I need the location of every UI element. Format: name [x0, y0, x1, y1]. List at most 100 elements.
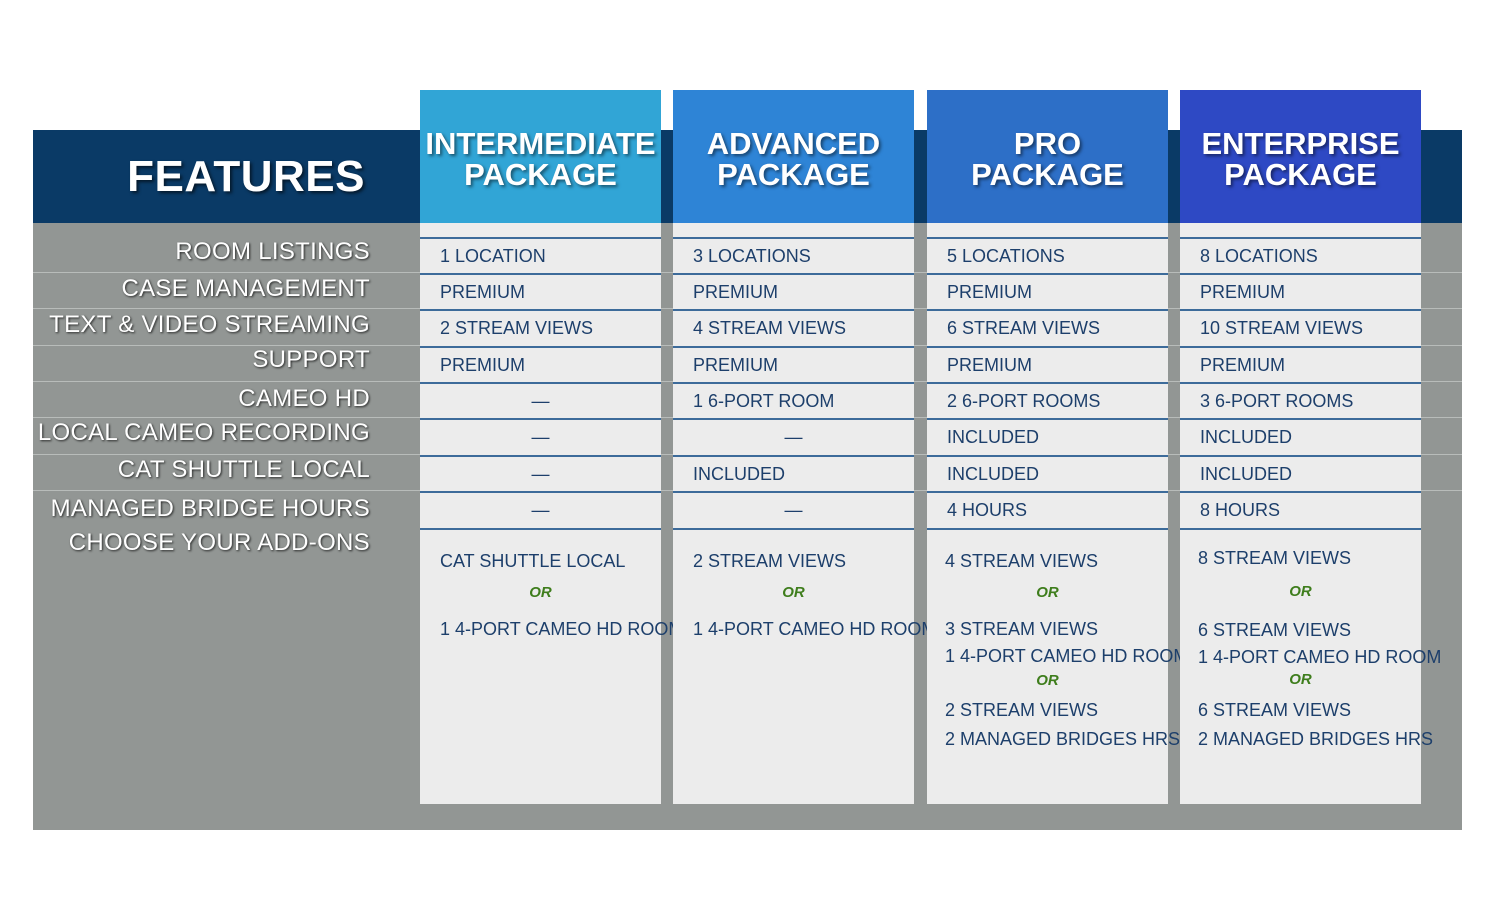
package-feature-value: PREMIUM [947, 355, 1032, 375]
package-feature-value: INCLUDED [693, 464, 786, 484]
feature-label: CAMEO HD [238, 385, 370, 412]
cell-divider [420, 382, 661, 384]
cell-divider [927, 491, 1168, 493]
addon-option: 6 STREAM VIEWS [1198, 700, 1352, 720]
package-name: ADVANCED [706, 126, 881, 161]
package-name: ENTERPRISE [1201, 126, 1400, 161]
addon-option: 3 STREAM VIEWS [945, 619, 1099, 639]
cell-divider [420, 418, 661, 420]
feature-label: MANAGED BRIDGE HOURS [50, 495, 370, 522]
cell-divider [1180, 491, 1421, 493]
package-feature-value: 4 STREAM VIEWS [693, 318, 847, 338]
cell-divider [673, 418, 914, 420]
package-feature-value: — [531, 464, 550, 484]
package-feature-value: 10 STREAM VIEWS [1200, 318, 1364, 338]
cell-divider [1180, 309, 1421, 311]
cell-divider [927, 455, 1168, 457]
package-label: PACKAGE [971, 157, 1124, 192]
cell-divider [673, 237, 914, 239]
package-feature-value: — [531, 391, 550, 411]
addon-or-separator: OR [1036, 584, 1059, 601]
feature-label: ROOM LISTINGS [175, 238, 370, 265]
package-label: PACKAGE [717, 157, 870, 192]
cell-divider [673, 273, 914, 275]
cell-divider [927, 273, 1168, 275]
cell-divider [927, 309, 1168, 311]
package-feature-value: INCLUDED [947, 464, 1040, 484]
feature-label: LOCAL CAMEO RECORDING [37, 419, 370, 446]
package-feature-value: — [784, 500, 803, 520]
package-feature-value: 4 HOURS [947, 500, 1028, 520]
cell-divider [1180, 418, 1421, 420]
package-feature-value: PREMIUM [947, 282, 1032, 302]
package-label: PACKAGE [1224, 157, 1377, 192]
addon-option: 6 STREAM VIEWS [1198, 620, 1352, 640]
feature-label: SUPPORT [252, 346, 370, 373]
addon-or-separator: OR [782, 584, 805, 601]
package-feature-value: PREMIUM [1200, 282, 1285, 302]
cell-divider [420, 237, 661, 239]
cell-divider [420, 273, 661, 275]
package-feature-value: PREMIUM [693, 355, 778, 375]
cell-divider [673, 382, 914, 384]
addon-option: 1 4-PORT CAMEO HD ROOM [945, 646, 1189, 666]
package-feature-value: PREMIUM [440, 282, 525, 302]
addon-or-separator: OR [1289, 671, 1312, 688]
package-feature-value: 1 6-PORT ROOM [693, 391, 835, 411]
package-feature-value: 1 LOCATION [440, 246, 546, 266]
addon-option: 8 STREAM VIEWS [1198, 548, 1352, 568]
addon-or-separator: OR [1289, 583, 1312, 600]
package-feature-value: — [531, 500, 550, 520]
package-name: PRO [1013, 126, 1082, 161]
cell-divider [1180, 382, 1421, 384]
cell-divider [1180, 455, 1421, 457]
package-feature-value: PREMIUM [440, 355, 525, 375]
package-feature-value: — [784, 427, 803, 447]
features-title: FEATURES [127, 151, 365, 201]
package-feature-value: 8 LOCATIONS [1200, 246, 1318, 266]
package-feature-value: 8 HOURS [1200, 500, 1281, 520]
cell-divider [673, 491, 914, 493]
cell-divider [420, 455, 661, 457]
addon-option: 1 4-PORT CAMEO HD ROOM [693, 619, 937, 639]
addon-option: 2 STREAM VIEWS [693, 551, 847, 571]
cell-divider [673, 528, 914, 530]
cell-divider [927, 237, 1168, 239]
feature-label: CHOOSE YOUR ADD-ONS [68, 529, 370, 556]
package-feature-value: PREMIUM [693, 282, 778, 302]
package-feature-value: INCLUDED [947, 427, 1040, 447]
package-feature-value: INCLUDED [1200, 427, 1293, 447]
cell-divider [420, 346, 661, 348]
cell-divider [927, 382, 1168, 384]
package-feature-value: 3 6-PORT ROOMS [1200, 391, 1354, 411]
package-feature-value: 5 LOCATIONS [947, 246, 1065, 266]
addon-option: CAT SHUTTLE LOCAL [440, 551, 626, 571]
cell-divider [420, 528, 661, 530]
addon-option: 1 4-PORT CAMEO HD ROOM [440, 619, 684, 639]
addon-option: 2 STREAM VIEWS [945, 700, 1099, 720]
cell-divider [1180, 273, 1421, 275]
package-feature-value: 3 LOCATIONS [693, 246, 811, 266]
addon-option: 1 4-PORT CAMEO HD ROOM [1198, 647, 1442, 667]
package-feature-value: 2 6-PORT ROOMS [947, 391, 1101, 411]
cell-divider [927, 528, 1168, 530]
package-name: INTERMEDIATE [425, 126, 656, 161]
cell-divider [1180, 346, 1421, 348]
package-feature-value: 2 STREAM VIEWS [440, 318, 594, 338]
feature-label: TEXT & VIDEO STREAMING [49, 311, 370, 338]
cell-divider [927, 346, 1168, 348]
cell-divider [420, 491, 661, 493]
addon-or-separator: OR [529, 584, 552, 601]
package-feature-value: PREMIUM [1200, 355, 1285, 375]
feature-label: CASE MANAGEMENT [121, 275, 370, 302]
cell-divider [927, 418, 1168, 420]
cell-divider [673, 455, 914, 457]
